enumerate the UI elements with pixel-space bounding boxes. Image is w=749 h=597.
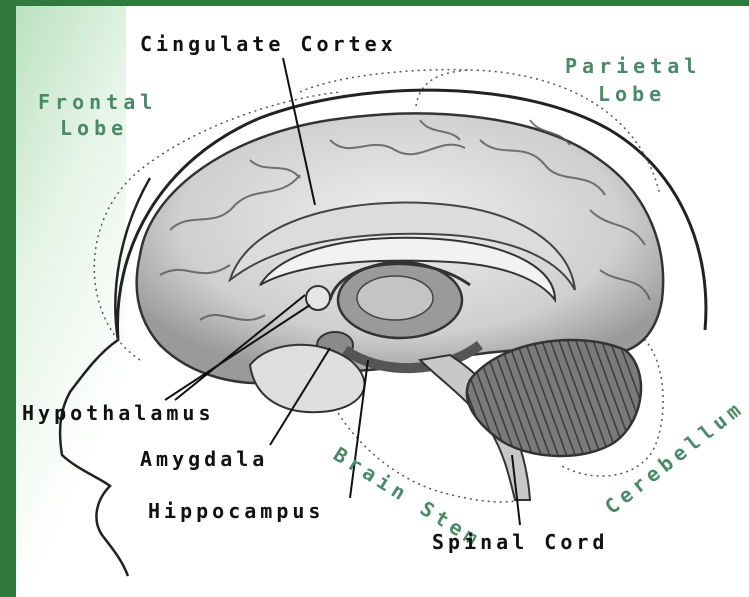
label-frontal-lobe-line2: Lobe	[60, 116, 128, 140]
label-spinal-cord: Spinal Cord	[432, 530, 608, 554]
cerebellum	[467, 340, 641, 456]
label-hypothalamus: Hypothalamus	[22, 401, 215, 425]
label-hippocampus: Hippocampus	[148, 499, 324, 523]
label-frontal-lobe-line1: Frontal	[38, 90, 157, 114]
label-cingulate-cortex: Cingulate Cortex	[140, 32, 397, 56]
label-parietal-lobe-line2: Lobe	[598, 82, 666, 106]
label-amygdala: Amygdala	[140, 447, 268, 471]
label-parietal-lobe-line1: Parietal	[565, 54, 701, 78]
